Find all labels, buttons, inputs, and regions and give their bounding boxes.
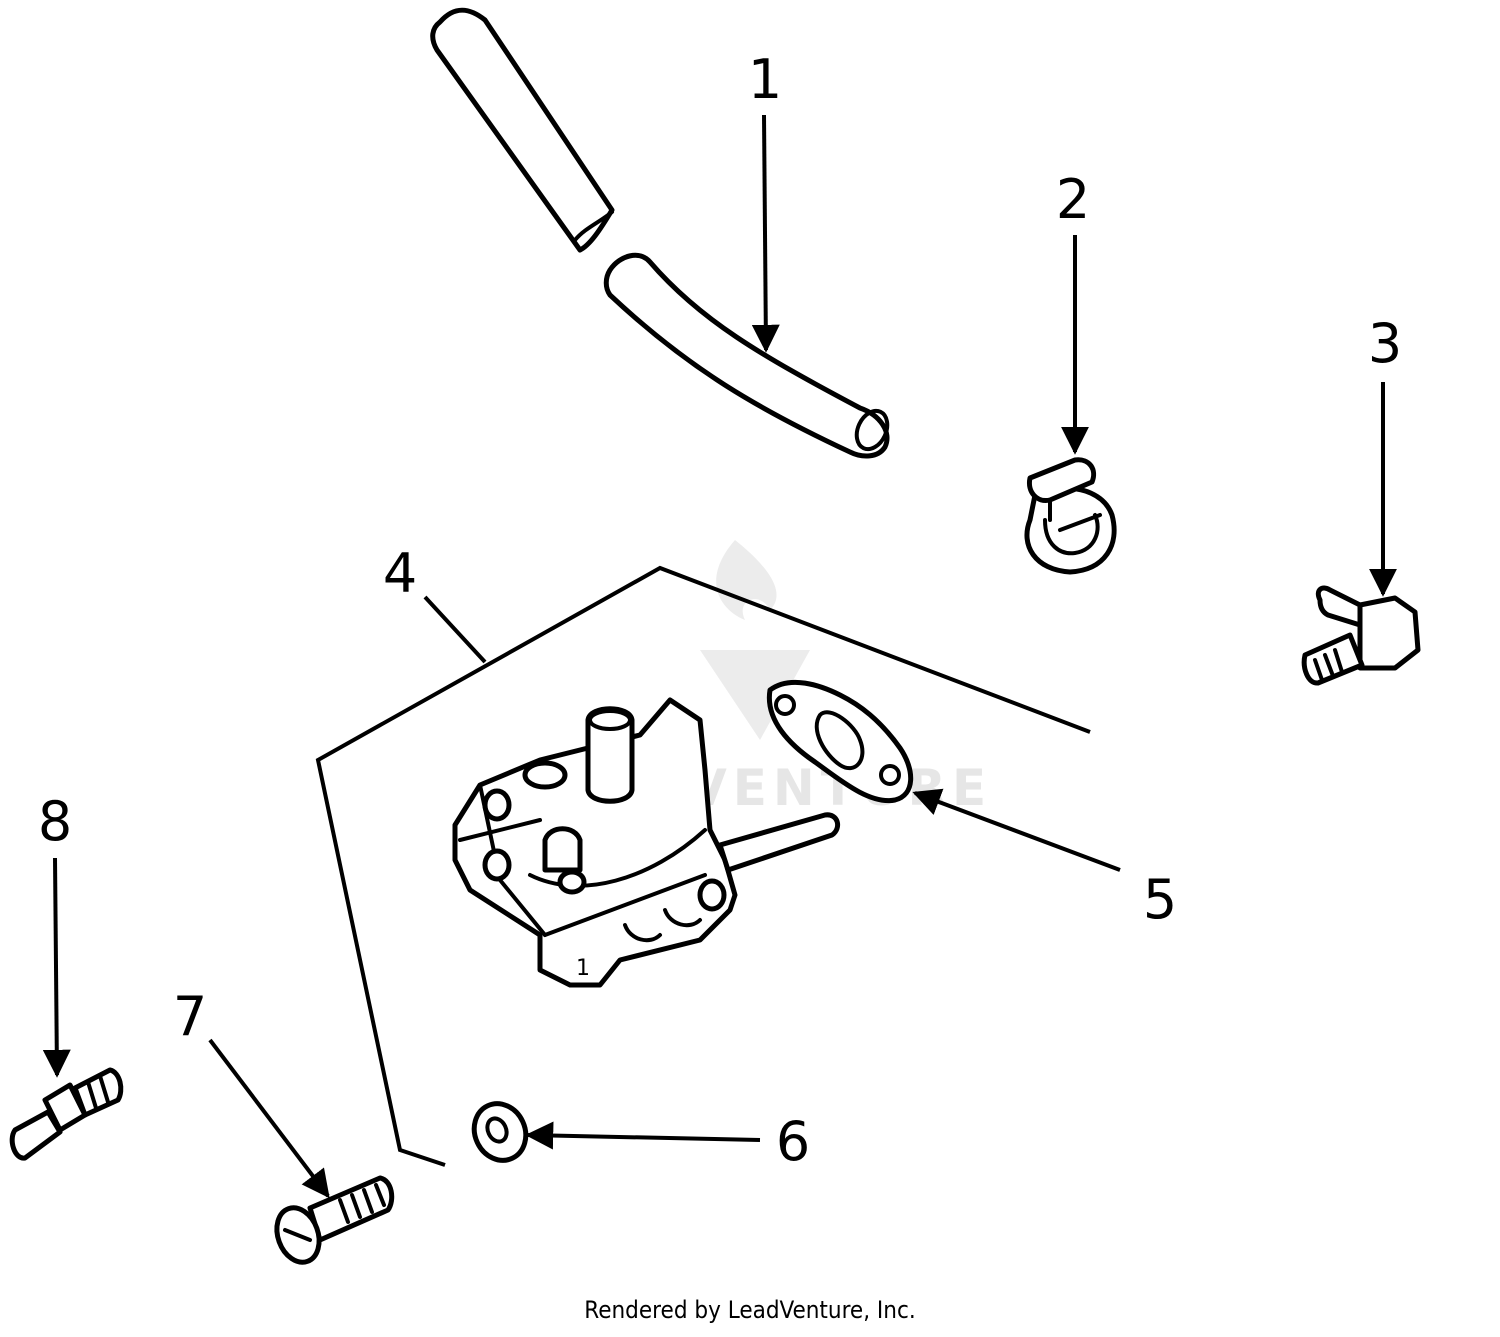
credit-line: Rendered by LeadVenture, Inc. [584, 1296, 916, 1324]
fuel-pump: 1 [452, 697, 841, 988]
callout-3: 3 [1368, 312, 1402, 375]
callout-7: 7 [173, 985, 207, 1048]
callout-labels: 1 2 3 4 5 6 7 8 [38, 48, 1402, 1173]
washer [471, 1101, 529, 1163]
hose-clamp [1024, 457, 1117, 575]
callout-6: 6 [776, 1110, 810, 1173]
callout-4: 4 [383, 542, 417, 605]
gasket [766, 679, 914, 804]
screw [274, 1175, 395, 1265]
leader-lines [42, 114, 1397, 1199]
callout-1: 1 [748, 48, 782, 111]
callout-2: 2 [1056, 168, 1090, 231]
straight-fitting [9, 1067, 124, 1161]
fuel-line-hose [430, 7, 890, 459]
group-bracket [315, 565, 1091, 1167]
callout-5: 5 [1143, 868, 1177, 931]
svg-text:1: 1 [576, 956, 590, 981]
callout-8: 8 [38, 790, 72, 853]
elbow-fitting [1301, 585, 1421, 686]
